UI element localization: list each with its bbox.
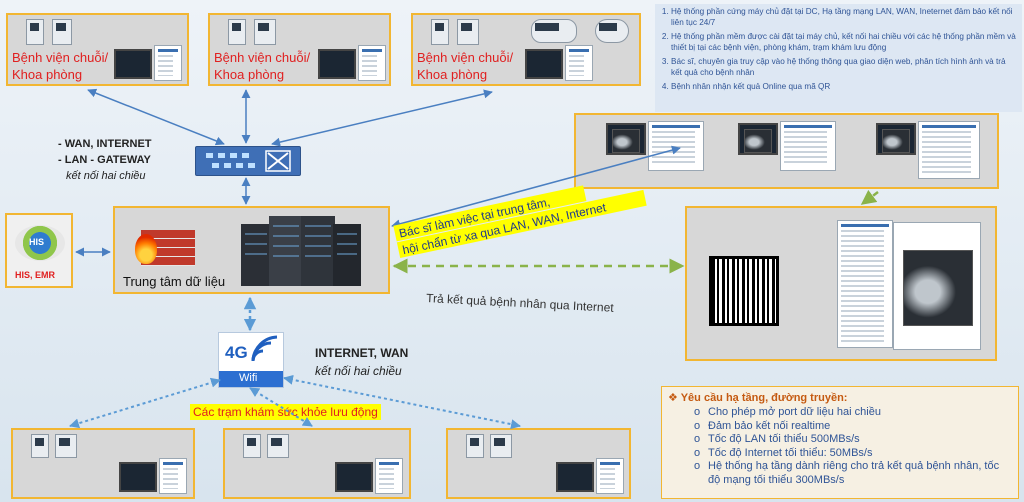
connector-wifi-station3	[283, 374, 521, 430]
notes-panel: Hệ thống phần cứng máy chủ đặt tại DC, H…	[655, 4, 1022, 112]
requirement-item: Tốc độ Internet tối thiểu: 50MBs/s	[694, 447, 1012, 461]
wifi-4g-icon: 4G Wifi	[218, 332, 284, 388]
datacenter-box: Trung tâm dữ liệu	[113, 206, 390, 294]
requirement-item: Hệ thống hạ tầng dành riêng cho trả kết …	[694, 460, 1012, 487]
ultrasound-machine	[254, 19, 276, 45]
mobile-station-box-2	[223, 428, 411, 499]
connector-hospital1-switch	[87, 88, 225, 146]
his-box: HIS HIS, EMR	[5, 213, 73, 288]
network-top-line3: kết nối hai chiều	[66, 170, 146, 182]
mobile-station-box-3	[446, 428, 631, 499]
report-document	[596, 458, 624, 494]
monitor	[318, 49, 356, 79]
hospital-label: Bệnh viện chuỗi/Khoa phòng	[214, 50, 311, 82]
network-bottom-line2: kết nối hai chiều	[315, 364, 402, 378]
4g-label: 4G	[225, 343, 248, 362]
ultrasound-machine	[431, 19, 449, 45]
connector-wifi-station1	[69, 377, 221, 429]
requirement-item: Tốc độ LAN tối thiểu 500MBs/s	[694, 433, 1012, 447]
signal-waves-icon	[251, 335, 278, 362]
ultrasound-machine	[55, 434, 77, 458]
ct-scanner	[531, 19, 577, 43]
wifi-label: Wifi	[239, 372, 258, 384]
result-box	[685, 206, 997, 361]
hospital-label: Bệnh viện chuỗi/Khoa phòng	[417, 50, 514, 82]
note-item: Bác sĩ, chuyên gia truy cập vào hệ thống…	[671, 56, 1016, 78]
report-document	[358, 45, 386, 81]
network-top-line2: - LAN - GATEWAY	[58, 154, 151, 166]
hospital-box-1: Bệnh viện chuỗi/Khoa phòng	[6, 13, 189, 86]
qr-code-icon	[709, 256, 779, 326]
network-bottom-line1: INTERNET, WAN	[315, 346, 409, 360]
wifi-bar	[219, 371, 283, 387]
report-document	[918, 121, 980, 179]
requirements-panel: ❖ Yêu cầu hạ tầng, đường truyền: Cho phé…	[661, 386, 1019, 499]
report-document	[780, 121, 836, 171]
connector-doctor-result	[860, 189, 879, 205]
note-item: Hệ thống phần cứng máy chủ đặt tại DC, H…	[671, 6, 1016, 28]
note-item: Hệ thống phần mềm được cài đặt tại máy c…	[671, 31, 1016, 53]
ultrasound-machine	[490, 434, 512, 458]
connector-wifi-station2	[249, 387, 313, 427]
requirements-title: ❖ Yêu cầu hạ tầng, đường truyền:	[668, 392, 848, 404]
ultrasound-machine	[31, 434, 49, 458]
ultrasound-machine	[52, 19, 72, 45]
xray-image	[882, 129, 910, 153]
ultrasound-machine	[228, 19, 246, 45]
report-document	[375, 458, 403, 494]
ultrasound-machine	[267, 434, 289, 458]
his-label: HIS, EMR	[15, 270, 56, 280]
report-document	[565, 45, 593, 81]
ultrasound-machine	[243, 434, 261, 458]
note-item: Bệnh nhân nhận kết quả Online qua mã QR	[671, 81, 1016, 92]
xray-image	[744, 129, 772, 153]
monitor	[119, 462, 157, 492]
network-switch-icon	[195, 146, 301, 176]
report-document	[159, 458, 187, 494]
mri-scanner	[595, 19, 629, 43]
his-logo-icon	[15, 225, 65, 261]
server-rack-icon	[239, 214, 363, 288]
result-report-document	[837, 220, 893, 348]
ultrasound-machine	[26, 19, 44, 45]
report-document	[154, 45, 182, 81]
mobile-station-box-1	[11, 428, 195, 499]
his-logo-text: HIS	[29, 237, 45, 247]
datacenter-label: Trung tâm dữ liệu	[123, 274, 226, 289]
ultrasound-machine	[466, 434, 484, 458]
monitor	[335, 462, 373, 492]
fire-icon	[135, 234, 157, 264]
hospital-box-2: Bệnh viện chuỗi/Khoa phòng	[208, 13, 391, 86]
connector-datacenter-doctor	[391, 145, 681, 229]
result-label: Trả kết quả bệnh nhân qua Internet	[426, 291, 615, 315]
requirement-item: Đảm bảo kết nối realtime	[694, 420, 1012, 434]
hospital-box-3: Bệnh viện chuỗi/Khoa phòng	[411, 13, 641, 86]
switch-ports	[206, 150, 291, 172]
monitor	[525, 49, 563, 79]
monitor	[556, 462, 594, 492]
ultrasound-machine	[457, 19, 479, 45]
requirement-item: Cho phép mở port dữ liệu hai chiều	[694, 406, 1012, 420]
xray-image	[903, 250, 973, 326]
monitor	[114, 49, 152, 79]
connector-hospital3-switch	[271, 89, 493, 147]
hospital-label: Bệnh viện chuỗi/Khoa phòng	[12, 50, 109, 82]
